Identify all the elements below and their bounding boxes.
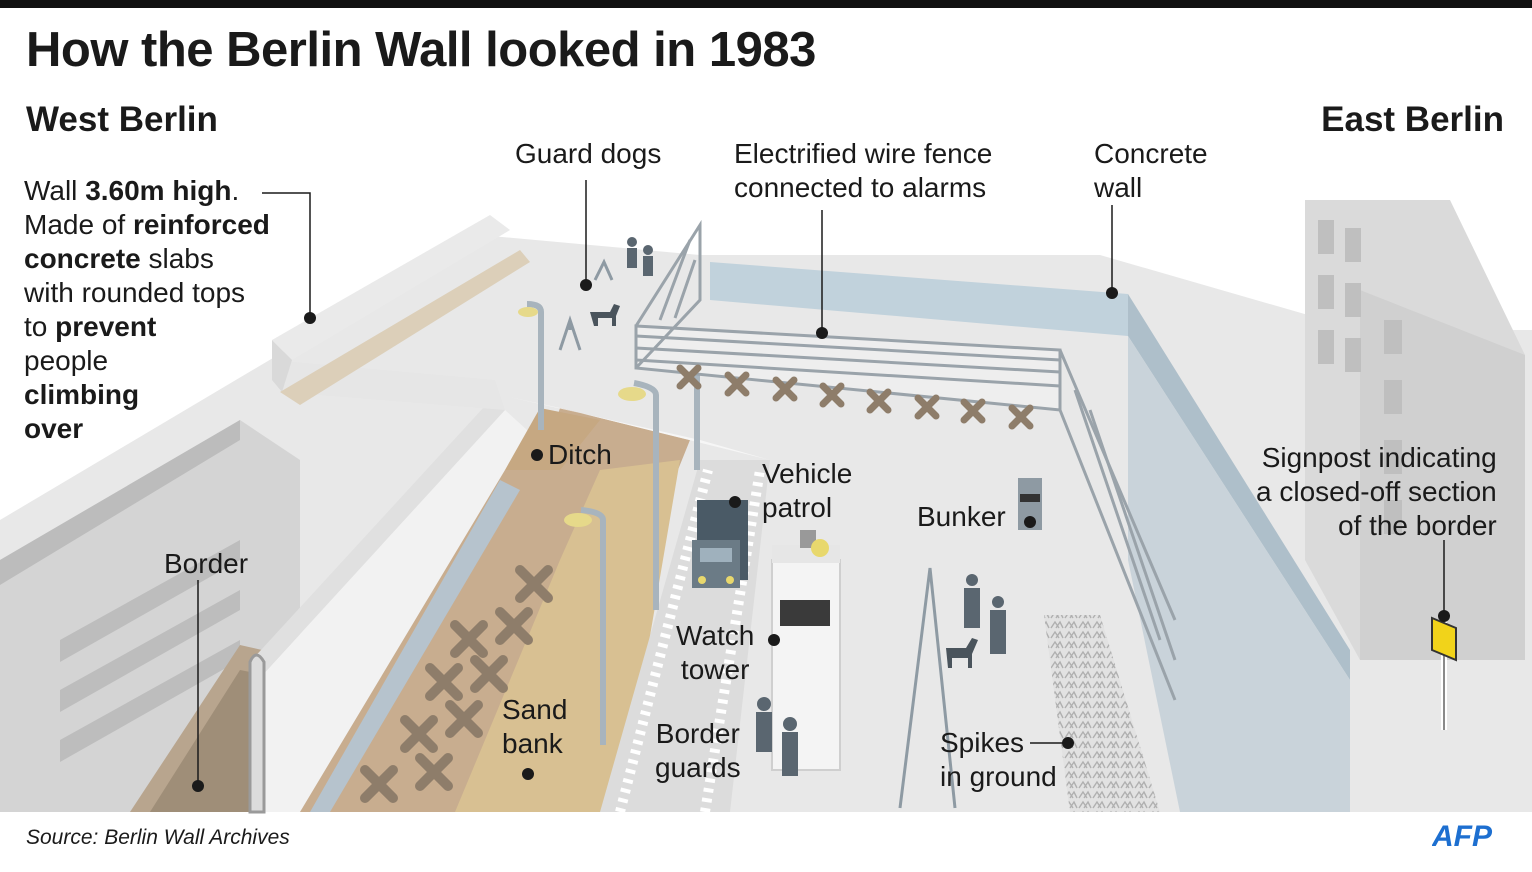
- wall-desc-text: with rounded tops: [24, 277, 246, 308]
- concrete-wall-label-line: wall: [1094, 172, 1143, 203]
- vehicle-patrol-label: Vehicle patrol: [762, 457, 852, 525]
- concrete-wall-label-line: Concrete: [1094, 138, 1208, 169]
- hinterland-strip: [280, 250, 530, 405]
- bunker-label: Bunker: [917, 501, 1006, 532]
- sand-bank-label: Sand bank: [502, 693, 567, 761]
- spikes-label-line: Spikes: [940, 727, 1025, 758]
- spikes-label-line: in ground: [940, 761, 1057, 792]
- vehicle-label-line: Vehicle: [762, 458, 853, 489]
- patrol-vehicle: [692, 500, 748, 588]
- signpost-label-line: a closed-off section: [1256, 476, 1497, 507]
- wall-desc-text: slabs: [140, 243, 214, 274]
- signpost: [1431, 616, 1457, 730]
- wall-desc-bold: reinforced: [132, 209, 270, 240]
- wall-desc-text: Wall: [24, 175, 86, 206]
- afp-logo: AFP: [1432, 820, 1493, 852]
- vehicle-label-line: patrol: [762, 492, 833, 523]
- wall-desc-bold: prevent: [55, 311, 157, 342]
- wall-description-callout: Wall 3.60m high. Made of reinforced conc…: [24, 174, 270, 446]
- concrete-wall-label: Concrete wall: [1094, 137, 1208, 205]
- top-rule: [0, 0, 1532, 8]
- east-building: [1305, 200, 1525, 660]
- watch-tower-label: Watch tower: [676, 619, 754, 687]
- guard-dogs-label: Guard dogs: [515, 138, 662, 169]
- afp-logo-text: AFP: [1432, 820, 1493, 852]
- signpost-label-line: of the border: [1337, 510, 1497, 541]
- border-label: Border: [164, 548, 249, 579]
- bunker: [1018, 478, 1042, 530]
- east-concrete-wall: [710, 262, 1350, 812]
- wall-desc-bold: over: [24, 413, 84, 444]
- electrified-fence: [634, 219, 1177, 701]
- source-credit: Source: Berlin Wall Archives: [26, 826, 290, 849]
- leader-lines: [197, 180, 1445, 785]
- border-guards-label-line: guards: [655, 752, 741, 783]
- watch-tower: [771, 530, 841, 771]
- sand-bank-label-line: bank: [502, 728, 563, 759]
- watch-tower-label-line: tower: [680, 654, 750, 685]
- guard-dogs: [590, 304, 978, 668]
- spikes-label: Spikes in ground: [940, 726, 1057, 794]
- sand-bank-label-line: Sand: [502, 694, 568, 725]
- west-berlin-heading: West Berlin: [26, 100, 218, 139]
- signpost-label-line: Signpost indicating: [1261, 442, 1497, 473]
- wall-desc-bold: 3.60m high: [85, 175, 232, 206]
- fence-label-line: connected to alarms: [734, 172, 987, 203]
- ditch-label: Ditch: [548, 439, 612, 470]
- wall-desc-text: .: [231, 175, 240, 206]
- wall-desc-bold: climbing: [24, 379, 140, 410]
- signpost-label: Signpost indicating a closed-off section…: [1256, 441, 1497, 543]
- border-guards-label-line: Border: [655, 718, 740, 749]
- fence-label: Electrified wire fence connected to alar…: [734, 137, 992, 205]
- east-berlin-heading: East Berlin: [1321, 100, 1504, 139]
- wall-desc-text: to: [24, 311, 56, 342]
- tank-traps: [360, 565, 553, 803]
- tripods: [558, 258, 957, 809]
- wall-desc-text: Made of: [24, 209, 133, 240]
- ground-spikes: [1044, 615, 1160, 812]
- guard-figures: [627, 237, 1006, 776]
- fence-label-line: Electrified wire fence: [734, 138, 993, 169]
- wall-desc-text: people: [24, 345, 109, 376]
- border-guards-label: Border guards: [655, 717, 741, 785]
- leader-dots: [192, 279, 1450, 792]
- wall-desc-bold: concrete: [24, 243, 141, 274]
- watch-tower-label-line: Watch: [676, 620, 755, 651]
- infographic-title: How the Berlin Wall looked in 1983: [26, 23, 816, 77]
- fence-hedgehogs: [676, 364, 1034, 430]
